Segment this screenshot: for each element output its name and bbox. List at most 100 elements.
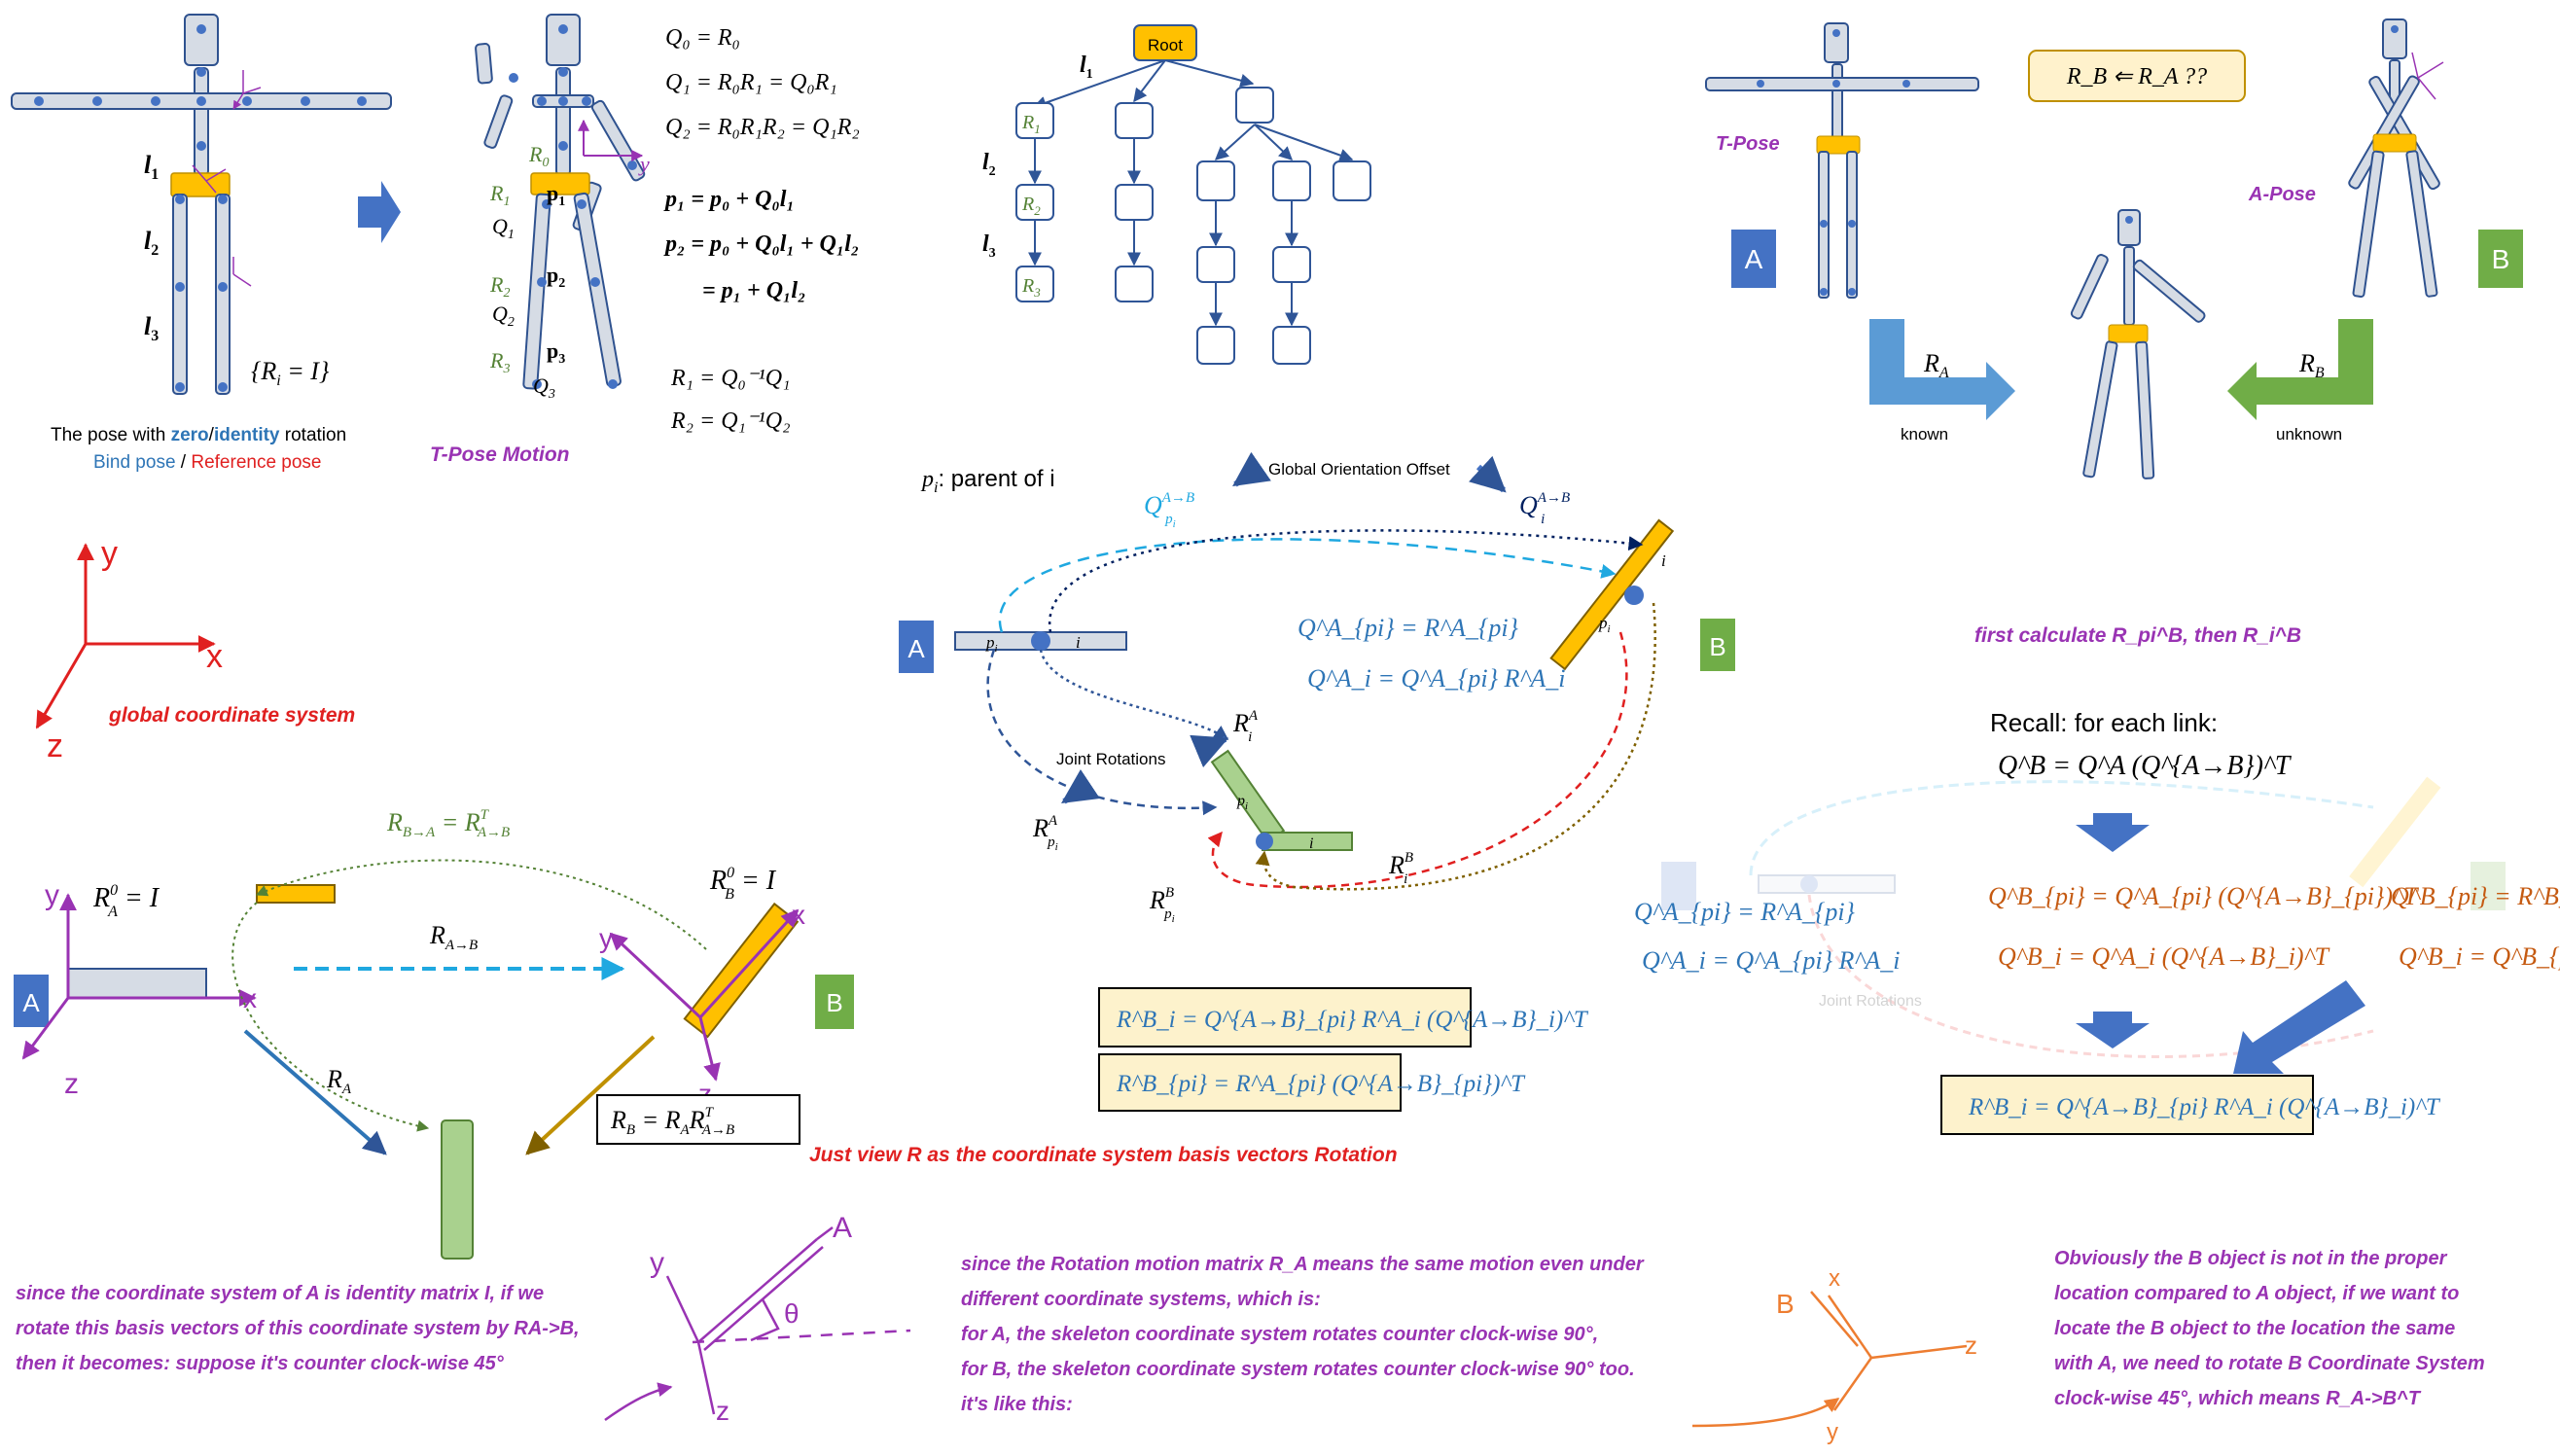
svg-text:p1: p1	[547, 181, 565, 209]
svg-text:Q1: Q1	[492, 214, 515, 242]
hand-sketch-2-labels: B x z y	[1776, 1265, 1977, 1445]
svg-text:R₂ = Q₁⁻¹Q₂: R₂ = Q₁⁻¹Q₂	[670, 408, 790, 434]
svg-text:B: B	[826, 988, 842, 1017]
tpose-skeleton: l1 l2 l3 {Ri = I} The pose with zero/ide…	[11, 14, 392, 473]
svg-text:y: y	[599, 923, 613, 953]
svg-text:R1: R1	[489, 181, 510, 209]
hand-sketch-2	[1691, 1291, 1968, 1428]
equations: Q₀ = R₀ Q₁ = R₀R₁ = Q₀R₁ Q₂ = R₀R₁R₂ = Q…	[663, 25, 860, 434]
svg-text:it's like this:: it's like this:	[961, 1394, 1073, 1415]
hierarchy-tree: Root R1 R2 R3 l1 l2 l3	[982, 24, 1371, 365]
note-middle: since the Rotation motion matrix R_A mea…	[961, 1254, 1645, 1415]
svg-text:R1: R1	[1021, 112, 1041, 136]
svg-text:Q^A_i = Q^A_{pi} R^A_i: Q^A_i = Q^A_{pi} R^A_i	[1642, 946, 1901, 975]
svg-text:since the coordinate system of: since the coordinate system of A is iden…	[16, 1283, 544, 1304]
recall-main-eq: Q^B = Q^A (Q^{A→B})^T	[1998, 751, 2293, 781]
svg-text:R3: R3	[1021, 275, 1041, 300]
svg-text:y: y	[1827, 1419, 1838, 1445]
svg-text:l2: l2	[982, 150, 996, 179]
svg-text:for B, the skeleton coordinate: for B, the skeleton coordinate system ro…	[961, 1359, 1635, 1380]
svg-text:T-Pose Motion: T-Pose Motion	[430, 444, 570, 466]
svg-text:then it becomes: suppose it: then it becomes: suppose it's counter cl…	[16, 1353, 505, 1374]
svg-text:p₂ = p₀ + Q₀l₁ + Q₁l₂: p₂ = p₀ + Q₀l₁ + Q₁l₂	[663, 231, 859, 257]
svg-text:Q₀ = R₀: Q₀ = R₀	[665, 25, 740, 51]
svg-text:Global Orientation Offset: Global Orientation Offset	[1268, 460, 1450, 479]
motion-skeleton: y R0 R1 Q1 R2 Q2 R3 Q3 p1 p2 p3 T-Pose M…	[430, 14, 650, 466]
svg-text:y: y	[101, 535, 118, 572]
left-leg-bone	[172, 194, 188, 395]
svg-text:rotate this basis vectors of t: rotate this basis vectors of this coordi…	[16, 1318, 580, 1339]
svg-text:Just view R as the coordinate: Just view R as the coordinate system bas…	[809, 1144, 1398, 1166]
l2-label: l2	[144, 227, 159, 259]
l3-label: l3	[144, 312, 159, 344]
svg-text:Recall: for each link:: Recall: for each link:	[1990, 708, 2218, 737]
svg-text:for A, the skeleton coordinate: for A, the skeleton coordinate system ro…	[961, 1324, 1598, 1345]
svg-text:z: z	[47, 728, 63, 764]
svg-text:R0A = I: R0A = I	[92, 882, 160, 920]
svg-text:x: x	[206, 638, 223, 675]
bind-caption-line2: Bind pose / Reference pose	[93, 452, 322, 473]
svg-text:clock-wise 45°, which means: clock-wise 45°, which means R_A->B^T	[2054, 1388, 2422, 1409]
svg-text:A: A	[1745, 244, 1763, 274]
svg-text:T-Pose: T-Pose	[1716, 133, 1780, 155]
head-bone	[184, 14, 219, 66]
svg-text:pi: pi	[985, 633, 998, 655]
svg-text:Q₂ = R₀R₁R₂ = Q₁R₂: Q₂ = R₀R₁R₂ = Q₁R₂	[665, 115, 860, 140]
global-coordinate-system: y x z global coordinate system	[35, 535, 355, 764]
svg-text:Q^B_i = Q^A_i (Q^{A→B}_i)^T: Q^B_i = Q^A_i (Q^{A→B}_i)^T	[1998, 942, 2330, 971]
svg-text:Q2: Q2	[492, 302, 515, 330]
rb-elbow-arrow	[2227, 319, 2373, 420]
svg-text:RA: RA	[326, 1065, 352, 1097]
ra-elbow-arrow	[1869, 319, 2015, 420]
svg-text:RA: RA	[1923, 349, 1949, 381]
svg-text:unknown: unknown	[2276, 425, 2342, 444]
svg-text:known: known	[1901, 425, 1948, 444]
svg-text:RB→A = RTA→B: RB→A = RTA→B	[386, 807, 510, 840]
recall-panel: Joint Rotations Recall: for each link: Q…	[1634, 708, 2560, 1135]
svg-text:Q^B_{pi} = Q^A_{pi} (Q^{A→B}_{: Q^B_{pi} = Q^A_{pi} (Q^{A→B}_{pi})^T	[1988, 882, 2419, 910]
svg-text:A-Pose: A-Pose	[2248, 184, 2316, 205]
svg-text:p2: p2	[547, 263, 565, 291]
svg-text:Joint Rotations: Joint Rotations	[1056, 750, 1165, 768]
ghost-diagram: Joint Rotations	[1661, 776, 2506, 1058]
svg-text:R0B = I: R0B = I	[709, 865, 777, 903]
parent-note: pi: parent of i	[920, 466, 1055, 496]
svg-text:R₁ = Q₀⁻¹Q₁: R₁ = Q₀⁻¹Q₁	[670, 366, 790, 391]
center-eq1: Q^A_{pi} = R^A_{pi}	[1298, 614, 1519, 642]
svg-text:Joint Rotations: Joint Rotations	[1819, 993, 1922, 1010]
svg-text:B: B	[2492, 244, 2510, 274]
pelvis	[170, 172, 231, 197]
formula2: R^B_{pi} = R^A_{pi} (Q^{A→B}_{pi})^T	[1116, 1071, 1526, 1097]
R0-label: R0	[528, 142, 549, 170]
svg-text:Q^B_i = Q^B_{pi} R^B_i: Q^B_i = Q^B_{pi} R^B_i	[2399, 942, 2560, 971]
svg-text:x: x	[243, 983, 257, 1013]
svg-text:Q^B_{pi} = R^B_{pi}: Q^B_{pi} = R^B_{pi}	[2391, 882, 2560, 910]
svg-text:Obviously the B object is not: Obviously the B object is not in the pro…	[2054, 1248, 2448, 1269]
svg-text:i: i	[1661, 551, 1666, 570]
svg-text:i: i	[1076, 633, 1081, 652]
svg-text:pi: pi	[1598, 614, 1611, 635]
svg-text:z: z	[716, 1396, 729, 1426]
svg-text:= p₁ + Q₁l₂: = p₁ + Q₁l₂	[702, 278, 805, 303]
right-block-arrow	[358, 181, 401, 243]
svg-text:QA→Bpi: QA→Bpi	[1144, 490, 1194, 530]
svg-text:y: y	[638, 152, 650, 176]
svg-text:l1: l1	[1080, 53, 1093, 82]
svg-text:R2: R2	[1021, 194, 1041, 218]
svg-text:Q3: Q3	[533, 373, 555, 402]
svg-text:y: y	[650, 1247, 664, 1279]
svg-text:z: z	[64, 1068, 79, 1100]
svg-text:since the Rotation motion matr: since the Rotation motion matrix R_A mea…	[961, 1254, 1645, 1275]
svg-text:p3: p3	[547, 338, 565, 367]
svg-text:R2: R2	[489, 272, 510, 301]
center-eq2: Q^A_i = Q^A_{pi} R^A_i	[1307, 664, 1566, 692]
svg-text:R_B ⇐ R_A ??: R_B ⇐ R_A ??	[2066, 64, 2207, 89]
svg-text:different coordinate systems,: different coordinate systems, which is:	[961, 1289, 1321, 1310]
svg-text:i: i	[1309, 835, 1313, 852]
svg-text:Q₁ = R₀R₁ = Q₀R₁: Q₁ = R₀R₁ = Q₀R₁	[665, 70, 837, 95]
svg-text:y: y	[45, 879, 59, 911]
